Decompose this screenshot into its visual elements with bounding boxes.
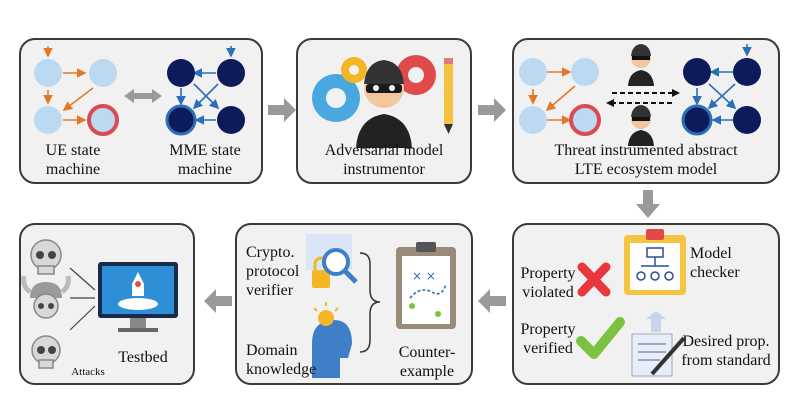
flow-arrow-left <box>204 289 232 313</box>
flow-arrow-down <box>636 190 660 218</box>
mme-node <box>167 59 195 87</box>
pencil-icon <box>444 58 453 134</box>
mme-node <box>733 58 761 86</box>
attacks-label: Attacks <box>71 366 105 378</box>
document-pen-icon <box>631 333 686 377</box>
mme-edges <box>692 44 752 125</box>
monitor-rocket-icon <box>98 262 178 332</box>
ue-node-flagged <box>87 104 119 136</box>
property-violated-label: Property violated <box>520 265 576 301</box>
svg-text:× ×: × × <box>412 269 436 283</box>
up-arrow <box>646 311 666 332</box>
adversary-illustration <box>312 55 453 148</box>
hacker-icon <box>356 60 412 148</box>
attack-arrows <box>69 267 96 331</box>
clipboard-strategy-icon: × × <box>396 242 456 329</box>
skull-icon <box>30 239 62 275</box>
ue-edges <box>43 46 94 125</box>
ue-mme-double-arrow <box>124 89 162 103</box>
head-lightbulb-icon <box>312 302 352 378</box>
intercept-arrows <box>612 92 672 104</box>
ue-node <box>519 106 547 134</box>
attacker-icon <box>628 44 654 86</box>
adversarial-instrumentor-label: Adversarial model instrumentor <box>324 142 444 178</box>
mme-node-highlighted <box>165 104 197 136</box>
gear-icon <box>312 74 360 122</box>
mme-node <box>683 58 711 86</box>
skull-icon <box>31 335 61 369</box>
attacker-icon <box>628 105 654 146</box>
mme-node <box>733 106 761 134</box>
crypto-verifier-label: Crypto. protocol verifier <box>246 244 300 299</box>
brace <box>359 252 381 353</box>
property-verified-label: Property verified <box>520 321 576 357</box>
ue-node <box>571 58 599 86</box>
model-checker-label: Model checker <box>690 245 740 281</box>
counter-example-label: Counter- example <box>398 344 456 380</box>
magnifier-lock-icon <box>306 234 358 288</box>
testbed-label: Testbed <box>118 349 168 366</box>
arrow-head <box>672 89 680 97</box>
arrow-head <box>606 99 614 107</box>
ue-node <box>89 59 117 87</box>
gear-icon <box>396 55 436 95</box>
mme-edges <box>176 46 236 125</box>
domain-knowledge-label: Domain knowledge <box>246 342 317 378</box>
ue-state-machine-label: UE state machine <box>45 142 101 178</box>
flow-arrow-right <box>478 98 506 122</box>
ue-edges <box>528 67 576 125</box>
ue-node <box>519 58 547 86</box>
ue-node <box>34 106 62 134</box>
gear-icon <box>341 57 367 83</box>
cross-icon <box>577 262 611 297</box>
viking-skull-icon <box>21 275 71 319</box>
check-icon <box>576 317 625 359</box>
ue-node <box>34 59 62 87</box>
mme-node <box>217 106 245 134</box>
clipboard-flowchart-icon <box>624 229 686 295</box>
mme-node-highlighted <box>681 104 713 136</box>
threat-model-label: Threat instrumented abstract LTE ecosyst… <box>554 142 738 178</box>
flow-arrow-left <box>478 289 506 313</box>
mme-node <box>217 59 245 87</box>
flow-arrow-right <box>268 98 296 122</box>
mme-state-machine-label: MME state machine <box>169 142 241 178</box>
desired-property-label: Desired prop. from standard <box>681 333 771 369</box>
ue-node-flagged <box>569 104 601 136</box>
